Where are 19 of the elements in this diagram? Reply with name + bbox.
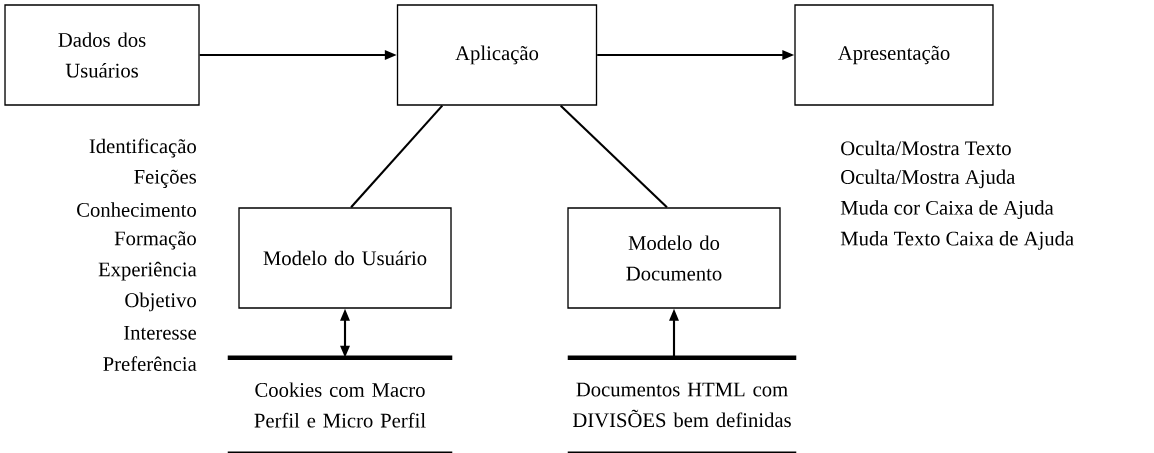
- list-item: Muda Texto Caixa de Ajuda: [840, 231, 1074, 250]
- data-store: Documentos HTML com DIVISÕES bem definidas: [567, 355, 797, 453]
- list-item: Muda cor Caixa de Ajuda: [840, 200, 1054, 219]
- list-item: Identificação: [89, 138, 196, 158]
- list-item: Feições: [134, 169, 196, 188]
- list-item: Objetivo: [125, 292, 196, 312]
- list-item: Preferência: [103, 356, 197, 371]
- data-store: Cookies com Macro Perfil e Micro Perfil: [227, 355, 453, 453]
- process-box: Dados dos Usuários: [4, 4, 200, 106]
- list-item: Oculta/Mostra Texto: [841, 140, 1011, 156]
- process-box: Modelo do Documento: [567, 207, 781, 309]
- list-item: Conhecimento: [77, 202, 196, 217]
- list-item: Formação: [114, 231, 196, 250]
- list-item: Oculta/Mostra Ajuda: [841, 169, 1016, 189]
- process-box: Apresentação: [794, 4, 994, 106]
- process-box: Modelo do Usuário: [238, 207, 452, 309]
- list-item: Experiência: [98, 261, 197, 281]
- list-item: Interesse: [124, 325, 196, 340]
- process-box: Aplicação: [396, 4, 598, 106]
